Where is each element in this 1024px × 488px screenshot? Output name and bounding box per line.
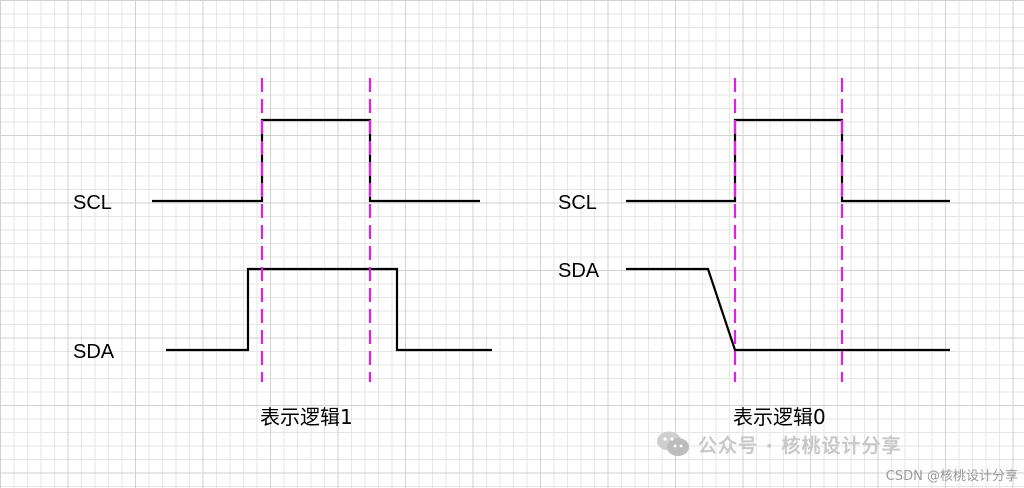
caption-logic-1: 表示逻辑1 <box>260 405 353 429</box>
scl-waveform-0 <box>626 118 950 203</box>
panel-logic-1: SCL SDA 表示逻辑1 <box>73 78 492 429</box>
scl-label-0: SCL <box>558 192 597 214</box>
sda-label-1: SDA <box>73 341 115 363</box>
caption-logic-0: 表示逻辑0 <box>733 405 826 429</box>
sda-label-0: SDA <box>558 260 600 282</box>
scl-label-1: SCL <box>73 192 112 214</box>
scl-waveform-1 <box>152 118 480 203</box>
credit-text: CSDN @核桃设计分享 <box>885 469 1018 484</box>
panel-logic-0: SCL SDA 表示逻辑0 <box>558 78 950 429</box>
sda-waveform-1 <box>166 267 492 352</box>
sda-waveform-0 <box>626 267 950 352</box>
watermark-text: 公众号 · 核桃设计分享 <box>698 434 902 457</box>
wechat-icon <box>657 431 689 456</box>
watermark: 公众号 · 核桃设计分享 <box>656 426 901 462</box>
